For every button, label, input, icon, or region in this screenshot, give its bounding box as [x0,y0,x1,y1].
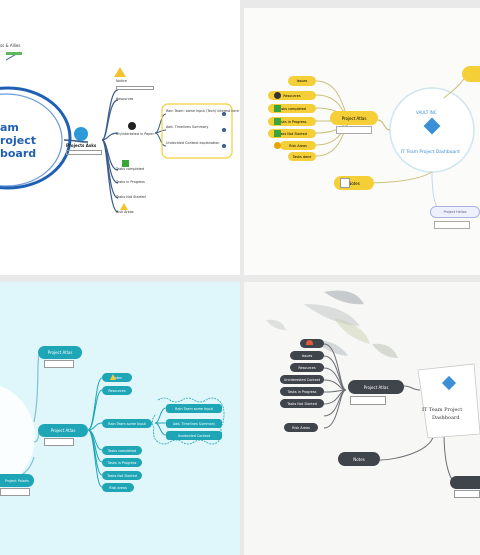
wavy-item-1[interactable]: Rain Team some Input [166,404,222,413]
globe-icon [74,127,88,141]
shape-item-1[interactable]: Rain Team: some Input (Tech) interest he… [166,109,239,113]
mindmap-theme-blue[interactable]: ss & Allies am roject board Projects Ask… [0,0,240,275]
project-atlas-node-2[interactable]: Project Atlas [38,424,88,437]
hub-meta [66,150,102,155]
warning-icon [274,142,281,149]
dashboard-line-2: Dashboard [432,415,460,421]
connector-lines [315,73,475,213]
left-item-4[interactable]: Tasks in Progress [280,387,324,396]
left-item-3[interactable]: Tasks completed [268,104,316,113]
dashboard-title: IT Team Project Dashboard [401,150,460,155]
task-completed[interactable]: Tasks completed [116,167,145,171]
hub-title[interactable]: Projects Asks [66,143,97,148]
project-polaris-node[interactable]: Project Polaris [0,474,34,487]
left-item-5[interactable]: Tasks Not Started [268,129,316,138]
project-atlas-node[interactable]: Project Atlas [330,111,378,125]
left-item-3[interactable]: Uninterested Context [280,375,324,384]
dot-icon [222,112,226,116]
left-item-2[interactable]: Resources [290,363,324,372]
shape-item-2[interactable]: Add. Timelines Summary [166,125,209,129]
right-node[interactable] [450,476,480,489]
flag-icon [274,118,281,125]
left-item-4[interactable]: Tasks in Progress [268,117,316,126]
polaris-meta [0,488,30,496]
warning-icon [114,67,126,77]
left-item-1[interactable]: Issues [288,76,316,86]
notice-label[interactable]: Notice [116,79,127,83]
center-line-3: board [0,147,37,160]
project-atlas-node[interactable]: Project Atlas [348,380,404,394]
mindmap-theme-yellow[interactable]: Issues Resources Tasks completed Tasks i… [244,8,480,275]
left-item-2[interactable]: Resources [268,91,316,100]
gauge-icon [306,340,313,345]
resources-label[interactable]: Resources [116,97,134,101]
left-item-6[interactable]: Risk Areas [280,141,316,150]
wavy-parent[interactable]: Rain Team some Input [102,419,152,428]
connector-lines [0,51,233,213]
top-label: ss & Allies [0,43,21,48]
flag-icon [274,130,281,137]
notes-node[interactable]: Notes [338,452,380,466]
notes-icon [340,178,350,188]
helios-meta [434,221,470,229]
atlas-meta [350,396,386,405]
wavy-item-2[interactable]: Add. Timelines Summary [166,419,222,428]
project-helios-node[interactable]: Project Helios [430,206,480,218]
center-line-2: roject [0,134,36,147]
warning-icon [110,374,116,380]
right-item-3[interactable]: Tasks completed [102,446,142,455]
mindmap-theme-dark[interactable]: Issues Resources Uninterested Context Ta… [244,282,480,555]
right-meta [454,490,480,498]
left-item-6[interactable]: Risk Areas [284,423,318,432]
right-node[interactable] [462,66,480,82]
notice-meta [116,86,154,90]
left-item-1[interactable]: Issues [290,351,324,360]
dot-icon [222,144,226,148]
right-item-4[interactable]: Tasks in Progress [102,458,142,467]
right-item-6[interactable]: Risk areas [102,483,134,492]
user-icon [128,122,136,130]
risk-areas[interactable]: Risk Areas [116,210,134,214]
user-icon [274,92,281,99]
atlas-meta [336,126,372,134]
progress-bar [6,52,22,55]
left-item-5[interactable]: Tasks Not Started [280,399,324,408]
wavy-item-3[interactable]: Undecided Context [166,431,222,440]
mindmap-theme-teal[interactable]: Project Atlas Project Atlas Project Pola… [0,282,240,555]
uninterested-label[interactable]: Un/interested in Paper: [116,132,155,136]
shape-item-3[interactable]: Undecided Context explanation [166,141,220,145]
project-atlas-node[interactable]: Project Atlas [38,346,82,359]
warning-icon [120,203,128,210]
dashboard-line-1: IT Team Project [422,407,463,413]
check-icon [274,105,281,112]
center-line-1: am [0,121,19,134]
right-item-2[interactable]: Resources [102,386,132,395]
right-item-5[interactable]: Tasks Not Started [102,471,142,480]
brand-label: VAULT INC [416,110,437,115]
task-not-started[interactable]: Tasks Not Started [116,195,146,199]
flag-icon [122,160,129,167]
task-in-progress[interactable]: Tasks in Progress [116,180,145,184]
atlas-meta [44,438,74,446]
atlas-meta [44,360,74,368]
left-item-7[interactable]: Tasks done [288,152,316,161]
dot-icon [222,128,226,132]
right-item-1[interactable]: Notes [102,373,132,382]
